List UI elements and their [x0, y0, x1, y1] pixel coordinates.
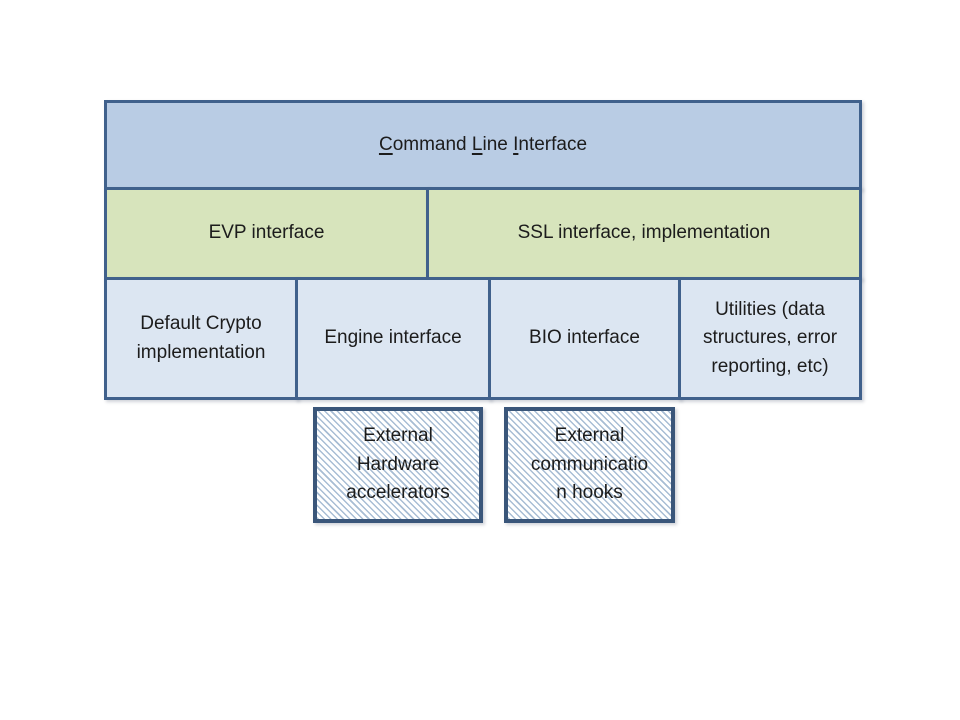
bio-interface-box: BIO interface: [488, 277, 681, 400]
default-crypto-implementation-label: Default Crypto implementation: [136, 313, 266, 363]
utilities-label: Utilities (data structures, error report…: [702, 298, 838, 377]
bio-interface-label: BIO interface: [529, 327, 640, 349]
cli-underlined-c: C: [378, 133, 393, 155]
evp-interface-box: EVP interface: [104, 187, 429, 280]
cli-underlined-i: I: [513, 133, 519, 155]
command-line-interface-label: Command Line Interface: [378, 133, 588, 155]
ssl-interface-label: SSL interface, implementation: [517, 222, 771, 244]
engine-interface-label: Engine interface: [324, 327, 462, 349]
utilities-box: Utilities (data structures, error report…: [678, 277, 862, 400]
cli-underlined-l: L: [471, 133, 483, 155]
default-crypto-implementation-box: Default Crypto implementation: [104, 277, 298, 400]
command-line-interface-box: Command Line Interface: [104, 100, 862, 190]
external-communication-hooks-box: External communicatio n hooks: [504, 407, 675, 523]
external-communication-hooks-label: External communicatio n hooks: [530, 425, 649, 504]
evp-interface-label: EVP interface: [208, 222, 325, 244]
external-hardware-accelerators-label: External Hardware accelerators: [346, 425, 450, 504]
engine-interface-box: Engine interface: [295, 277, 491, 400]
external-hardware-accelerators-box: External Hardware accelerators: [313, 407, 483, 523]
ssl-interface-box: SSL interface, implementation: [426, 187, 862, 280]
